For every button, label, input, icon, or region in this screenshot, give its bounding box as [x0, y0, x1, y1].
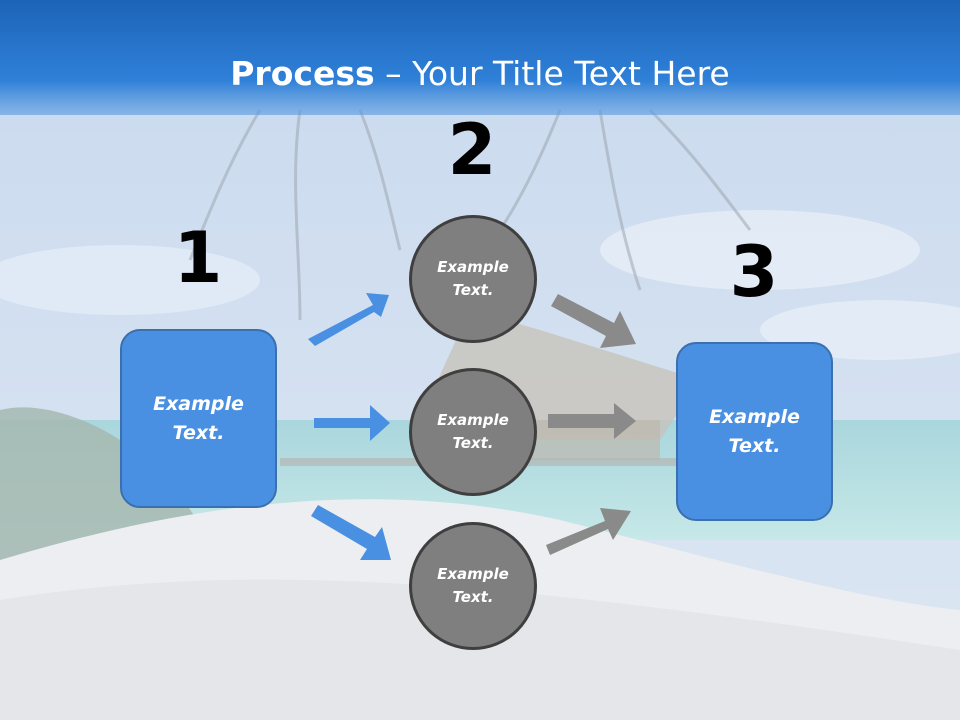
step-1-label: Example Text. — [153, 392, 244, 444]
step-2-label-middle: Example Text. — [437, 411, 509, 452]
slide-title: Process – Your Title Text Here — [0, 52, 960, 96]
step-2-label-top: Example Text. — [437, 258, 509, 299]
arrow-right — [314, 405, 390, 441]
step-number-3: 3 — [729, 231, 779, 313]
blue-arrows — [308, 293, 391, 560]
arrow-up-right-gray — [546, 508, 631, 555]
title-bold: Process — [230, 54, 375, 93]
step-2-label-bottom: Example Text. — [437, 565, 509, 606]
step-2-circle-bottom: Example Text. — [409, 522, 537, 650]
step-1-box: Example Text. — [120, 329, 277, 508]
step-number-2: 2 — [447, 109, 497, 191]
step-2-circle-middle: Example Text. — [409, 368, 537, 496]
gray-arrows — [546, 294, 636, 555]
arrow-down-right — [311, 505, 391, 560]
arrow-up-right — [308, 293, 389, 346]
arrow-down-right-gray — [551, 294, 636, 348]
step-3-box: Example Text. — [676, 342, 833, 521]
step-3-label: Example Text. — [709, 405, 800, 457]
step-2-circle-top: Example Text. — [409, 215, 537, 343]
step-number-1: 1 — [173, 217, 223, 299]
arrow-right-gray — [548, 403, 636, 439]
title-rest: – Your Title Text Here — [374, 54, 730, 93]
